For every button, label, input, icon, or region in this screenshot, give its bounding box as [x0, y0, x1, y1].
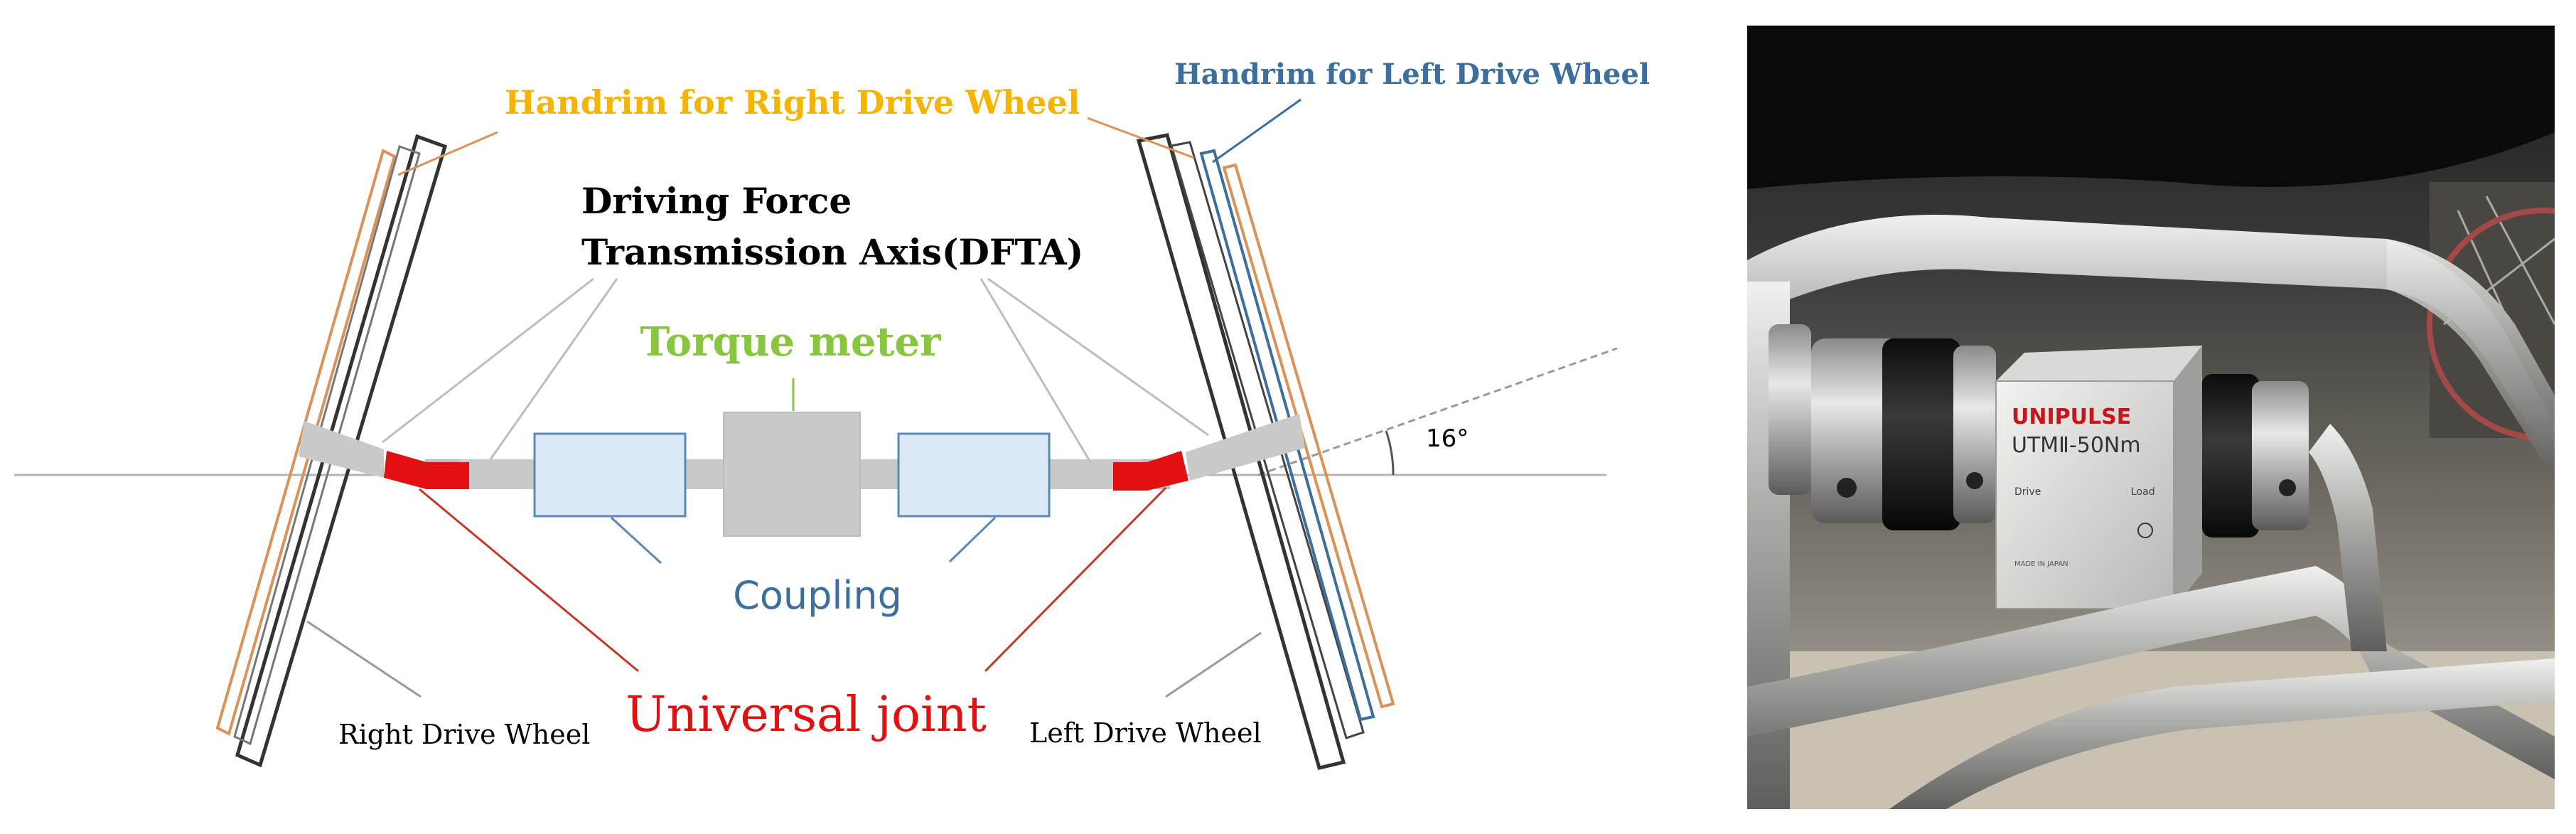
leader-dfta-1 — [382, 277, 594, 444]
photo-madein-label: MADE IN JAPAN — [2014, 560, 2068, 568]
photo-torque-box-side — [1996, 346, 2202, 381]
leader-right-wheel — [306, 620, 422, 698]
photo-left-bolt — [1837, 478, 1857, 498]
label-left-drive-wheel: Left Drive Wheel — [1029, 717, 1262, 749]
frame-tube-diagonal — [2387, 239, 2555, 481]
leader-handrim-right — [397, 131, 498, 176]
left-handrim-blue-shape — [1199, 149, 1375, 722]
photo-left-flange — [1769, 324, 1811, 495]
photo-right-bolt — [2279, 479, 2296, 496]
photo-torque-box — [1995, 380, 2174, 609]
photo-right-coupling-band — [2202, 374, 2259, 538]
inclined-reference-line — [1257, 347, 1618, 476]
leader-handrim-left-a — [1087, 117, 1195, 159]
axis-left-incline — [299, 421, 384, 478]
universal-joint-left-shape — [384, 451, 469, 489]
leader-coupling-left — [610, 516, 662, 565]
right-wheel-inner-shape — [233, 145, 421, 746]
leader-coupling-right — [948, 516, 997, 563]
axis-right-incline — [1186, 414, 1305, 481]
torque-meter-shape — [723, 412, 861, 537]
leader-dfta-3 — [980, 278, 1092, 463]
label-dfta-line1: Driving Force — [581, 180, 852, 222]
coupling-left-shape — [533, 432, 687, 518]
label-angle: 16° — [1426, 424, 1469, 453]
leader-left-wheel — [1165, 631, 1262, 698]
frame-tube-upper — [1747, 215, 2555, 466]
torque-meter-photo: UNIPULSE UTMⅡ-50Nm Drive Load MADE IN JA… — [1747, 26, 2555, 809]
left-drive-wheel — [1136, 133, 1395, 770]
left-handrim-shape — [1222, 163, 1395, 709]
coupling-right-shape — [897, 432, 1051, 518]
leader-dfta-4 — [987, 277, 1209, 437]
label-torque-meter: Torque meter — [640, 319, 942, 365]
seat-cushion — [1747, 26, 2555, 189]
photo-left-bolt-2 — [1966, 472, 1983, 489]
label-universal-joint: Universal joint — [626, 687, 987, 743]
label-coupling: Coupling — [733, 573, 902, 618]
angle-arc — [1385, 430, 1395, 476]
photo-brand-label: UNIPULSE — [2012, 405, 2131, 429]
leader-handrim-left-b — [1212, 98, 1302, 164]
label-handrim-right: Handrim for Right Drive Wheel — [505, 83, 1080, 122]
photo-drive-label: Drive — [2014, 486, 2041, 498]
frame-tube-vertical-right — [2309, 424, 2387, 651]
left-wheel-shape — [1136, 133, 1346, 770]
drive-axis-diagram: Handrim for Right Drive Wheel Handrim fo… — [14, 58, 1650, 770]
left-wheel-inner-shape — [1170, 141, 1365, 739]
frame-tube-bottom — [1889, 658, 2555, 809]
photo-load-label: Load — [2131, 486, 2155, 498]
right-wheel-shape — [235, 134, 448, 768]
photo-left-coupling-end — [1953, 346, 1996, 523]
right-handrim-shape — [215, 149, 397, 736]
label-right-drive-wheel: Right Drive Wheel — [338, 719, 590, 750]
label-dfta-line2: Transmission Axis(DFTA) — [581, 231, 1083, 273]
right-drive-wheel — [215, 134, 448, 768]
photo-left-coupling-band — [1882, 338, 1960, 530]
photo-torque-box-right — [2174, 346, 2202, 609]
label-handrim-left: Handrim for Left Drive Wheel — [1174, 58, 1650, 91]
photo-left-coupling — [1811, 338, 1904, 523]
leader-dfta-2 — [489, 278, 618, 460]
leader-ujoint-left — [419, 488, 639, 673]
leader-ujoint-right — [984, 486, 1167, 673]
photo-model-label: UTMⅡ-50Nm — [2012, 433, 2141, 458]
universal-joint-right-shape — [1113, 451, 1188, 491]
leader-lines — [306, 98, 1302, 698]
photo-right-coupling — [2252, 381, 2309, 530]
photo-logo-icon — [2137, 523, 2153, 538]
